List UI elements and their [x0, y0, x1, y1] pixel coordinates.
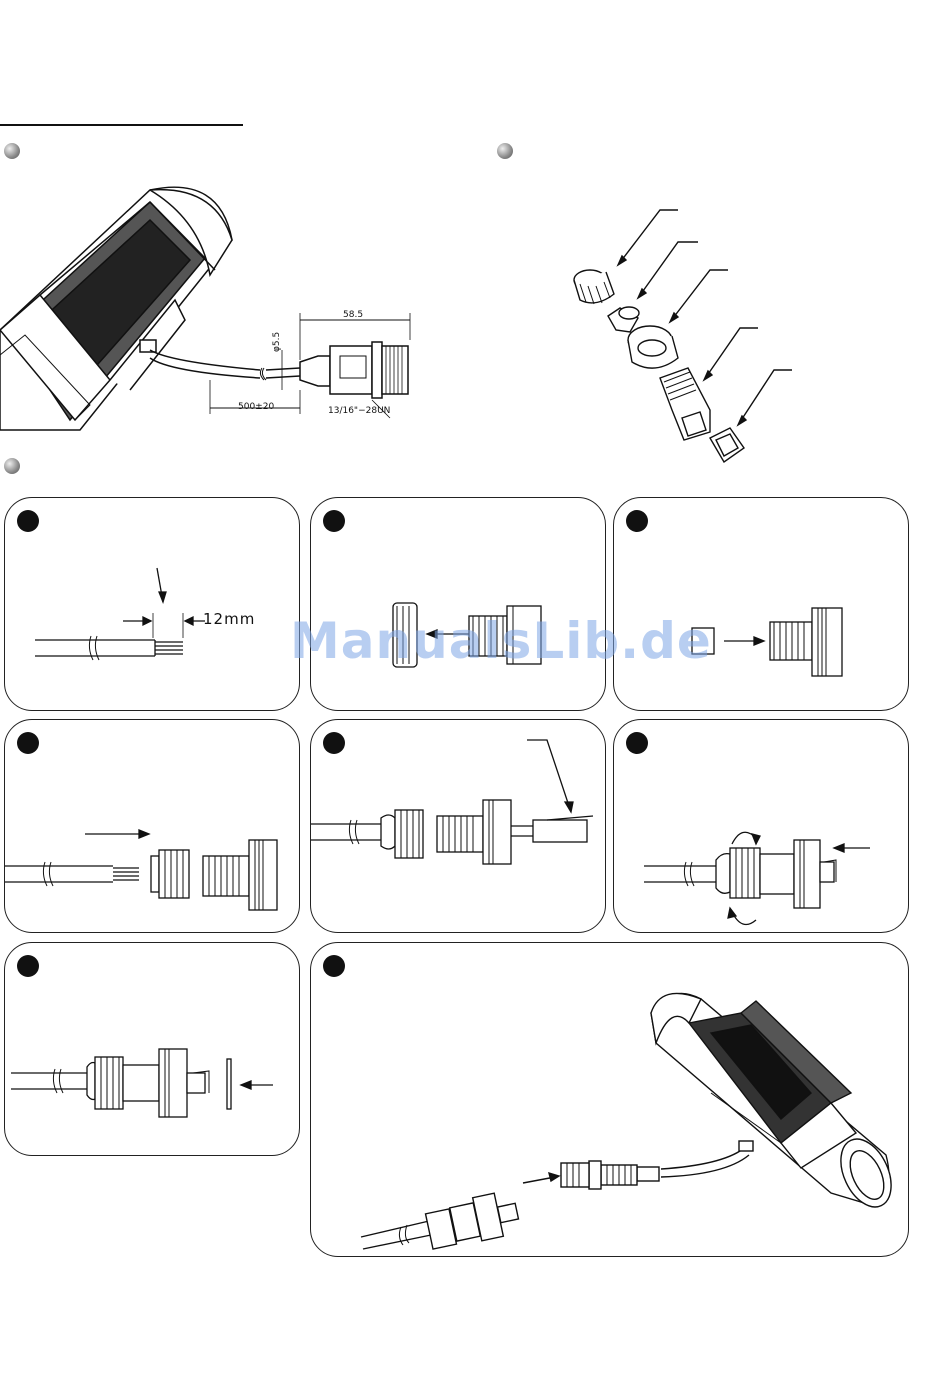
connector-exploded-view	[560, 200, 810, 475]
section-bullet-dimensions	[4, 143, 20, 159]
section-bullet-assembly	[4, 458, 20, 474]
dim-thread-label: 13/16"−28UN	[328, 406, 390, 416]
step-4-panel	[4, 719, 300, 933]
dim-cable-length-label: 500±20	[238, 402, 274, 412]
header-rule	[0, 124, 243, 126]
thread-cable-illustration	[5, 720, 299, 932]
step-5-panel	[310, 719, 606, 933]
section-bullet-components	[497, 143, 513, 159]
step-2-panel	[310, 497, 606, 711]
tighten-nut-illustration	[614, 720, 908, 932]
insert-seal-illustration	[614, 498, 908, 710]
dim-diameter-label: φ5.5	[272, 332, 282, 352]
strip-cable-illustration	[5, 498, 299, 710]
strip-length-label: 12mm	[203, 610, 255, 628]
dim-length-label: 58.5	[343, 310, 363, 320]
step-1-panel: 12mm	[4, 497, 300, 711]
step-8-panel	[310, 942, 909, 1257]
fit-gasket-illustration	[5, 943, 299, 1155]
step-7-panel	[4, 942, 300, 1156]
watermark: ManualsLib.de	[290, 612, 712, 670]
crimp-plug-illustration	[311, 720, 605, 932]
unscrew-nut-illustration	[311, 498, 605, 710]
step-6-panel	[613, 719, 909, 933]
connect-to-luminaire-illustration	[311, 943, 908, 1256]
step-3-panel	[613, 497, 909, 711]
